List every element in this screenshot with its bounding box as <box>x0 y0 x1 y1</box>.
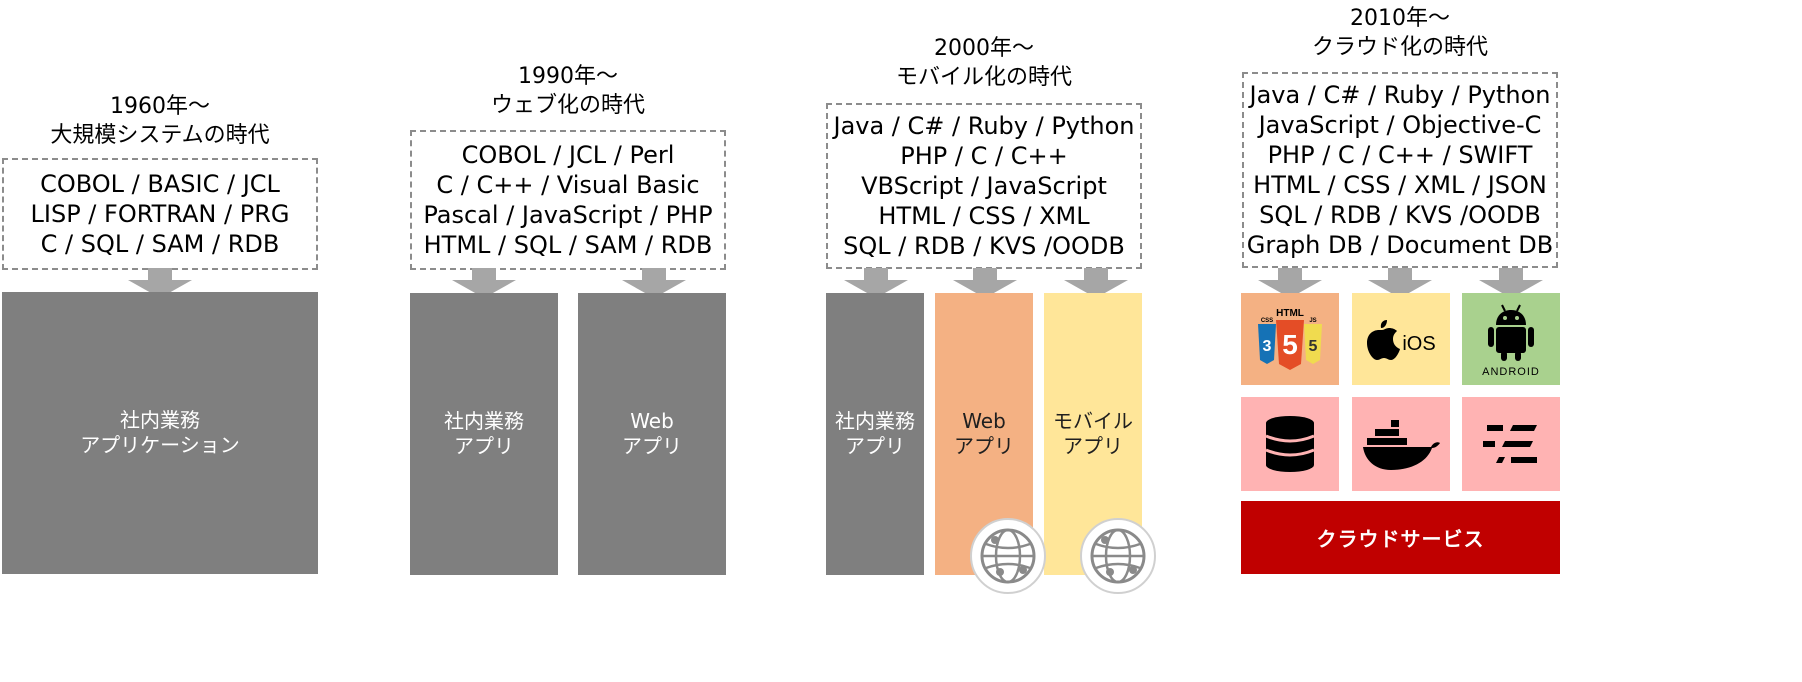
era-name: ウェブ化の時代 <box>490 93 645 118</box>
block-label: Web <box>962 409 1006 433</box>
database-tile <box>1241 397 1339 491</box>
language-line: C / SQL / SAM / RDB <box>40 230 280 258</box>
service-logo-tile <box>1462 397 1560 491</box>
language-line: Graph DB / Document DB <box>1246 231 1554 259</box>
database-icon <box>1265 416 1315 472</box>
svg-text:3: 3 <box>1263 338 1272 355</box>
svg-text:5: 5 <box>1309 338 1318 355</box>
era-name: 大規模システムの時代 <box>50 123 270 148</box>
cloud-services-label: クラウドサービス <box>1316 527 1485 551</box>
era-2000-languages: Java / C# / Ruby / Python PHP / C / C++ … <box>826 103 1142 269</box>
block-label: モバイル <box>1053 409 1133 433</box>
era-1990-title: 1990年～ ウェブ化の時代 <box>410 62 726 120</box>
ios-tile: iOS <box>1352 293 1450 385</box>
language-line: COBOL / BASIC / JCL <box>40 170 280 198</box>
language-line: JavaScript / Objective-C <box>1258 111 1542 139</box>
era-1960-languages: COBOL / BASIC / JCL LISP / FORTRAN / PRG… <box>2 158 318 270</box>
globe-network-icon <box>970 518 1046 594</box>
cloud-services-bar: クラウドサービス <box>1241 501 1560 574</box>
block-label: アプリ <box>954 434 1014 458</box>
language-line: SQL / RDB / KVS /OODB <box>1259 201 1541 229</box>
language-line: HTML / CSS / XML / JSON <box>1253 171 1547 199</box>
in-house-app-block: 社内業務 アプリ <box>826 293 924 575</box>
language-line: LISP / FORTRAN / PRG <box>30 200 290 228</box>
language-line: HTML / SQL / SAM / RDB <box>423 231 713 259</box>
html5-icon: HTML 3 CSS 5 JS 5 <box>1258 308 1322 370</box>
block-label: アプリケーション <box>80 433 240 457</box>
apple-ios-icon: iOS <box>1367 320 1436 360</box>
docker-tile <box>1352 397 1450 491</box>
html5-tile: HTML 3 CSS 5 JS 5 <box>1241 293 1339 385</box>
era-name: クラウド化の時代 <box>1311 35 1488 60</box>
block-label: アプリ <box>845 434 905 458</box>
html-label: HTML <box>1276 308 1304 319</box>
block-label: アプリ <box>454 434 514 458</box>
era-2010-languages: Java / C# / Ruby / Python JavaScript / O… <box>1242 72 1558 268</box>
language-line: C / C++ / Visual Basic <box>436 171 700 199</box>
era-year: 2010年～ <box>1350 6 1450 31</box>
language-line: HTML / CSS / XML <box>878 202 1090 230</box>
js-label: JS <box>1309 318 1316 324</box>
block-label: Web <box>630 409 674 433</box>
android-label: ANDROID <box>1482 366 1540 378</box>
era-year: 2000年～ <box>934 36 1034 61</box>
language-line: PHP / C / C++ / SWIFT <box>1267 141 1533 169</box>
in-house-app-block: 社内業務 アプリ <box>410 293 558 575</box>
block-label: アプリ <box>1063 434 1123 458</box>
language-line: Java / C# / Ruby / Python <box>833 112 1135 140</box>
era-name: モバイル化の時代 <box>895 65 1072 90</box>
era-2010-title: 2010年～ クラウド化の時代 <box>1242 4 1558 62</box>
block-label: アプリ <box>622 434 682 458</box>
html5-number: 5 <box>1282 329 1298 360</box>
android-tile: ANDROID <box>1462 293 1560 385</box>
css-label: CSS <box>1261 318 1273 324</box>
era-year: 1990年～ <box>518 64 618 89</box>
language-line: Pascal / JavaScript / PHP <box>423 201 713 229</box>
globe-network-icon <box>1080 518 1156 594</box>
docker-icon <box>1363 420 1440 470</box>
era-2000-title: 2000年～ モバイル化の時代 <box>826 34 1142 92</box>
service-logo-icon <box>1483 425 1537 463</box>
language-line: COBOL / JCL / Perl <box>461 141 675 169</box>
block-label: 社内業務 <box>120 408 200 432</box>
in-house-application-block: 社内業務 アプリケーション <box>2 292 318 574</box>
language-line: VBScript / JavaScript <box>861 172 1107 200</box>
block-label: 社内業務 <box>444 409 524 433</box>
block-label: 社内業務 <box>835 409 915 433</box>
era-1990-languages: COBOL / JCL / Perl C / C++ / Visual Basi… <box>410 130 726 270</box>
era-year: 1960年～ <box>110 94 210 119</box>
era-1960-title: 1960年～ 大規模システムの時代 <box>2 92 318 150</box>
android-icon: ANDROID <box>1482 304 1540 378</box>
language-line: PHP / C / C++ <box>900 142 1068 170</box>
web-app-block: Web アプリ <box>578 293 726 575</box>
language-line: Java / C# / Ruby / Python <box>1249 81 1551 109</box>
language-line: SQL / RDB / KVS /OODB <box>843 232 1125 260</box>
ios-label: iOS <box>1402 333 1435 355</box>
